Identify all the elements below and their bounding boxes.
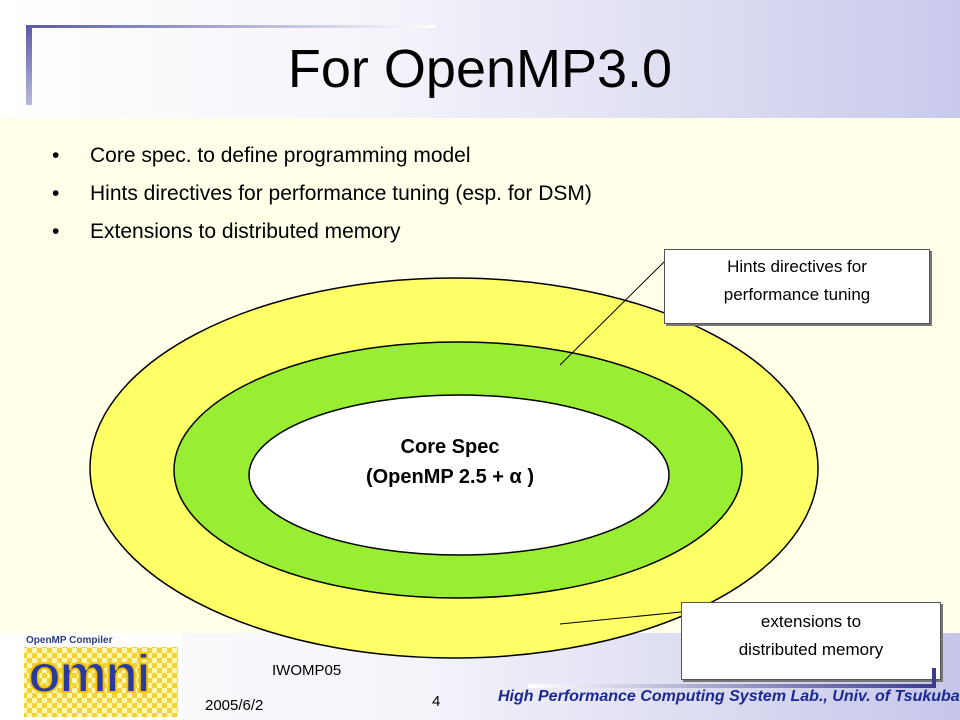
core-spec-label: Core Spec (OpenMP 2.5 + α ) [330, 432, 570, 492]
callout-hints: Hints directives for performance tuning [664, 249, 930, 324]
callout-ext-line1: extensions to [760, 612, 862, 631]
logo-label: OpenMP Compiler [26, 635, 113, 646]
bullet-item: • Core spec. to define programming model [52, 140, 592, 178]
callout-ext-leader [559, 611, 682, 625]
footer-accent-line [528, 684, 936, 688]
bullet-list: •Core spec. to define programming model … [52, 140, 592, 254]
footer-date: 2005/6/2 [205, 697, 264, 714]
callout-hints-leader [559, 261, 665, 366]
logo-checker-icon [24, 647, 178, 717]
bullet-item: • Extensions to distributed memory [52, 216, 592, 254]
omni-logo: OpenMP Compiler omni [22, 633, 182, 720]
corner-accent-vertical [26, 25, 32, 105]
bullet-text: Extensions to distributed memory [90, 220, 401, 243]
corner-accent-horizontal [26, 25, 436, 28]
bullet-glyph: • [52, 144, 60, 167]
bullet-item: • Hints directives for performance tuning… [52, 178, 592, 216]
callout-hints-line2: performance tuning [723, 285, 871, 304]
callout-extensions: extensions to distributed memory [681, 602, 941, 680]
slide-title: For OpenMP3.0 [287, 39, 673, 99]
callout-hints-line1: Hints directives for [727, 257, 867, 276]
bullet-glyph: • [52, 220, 60, 243]
callout-ext-line2: distributed memory [738, 640, 884, 659]
footer-accent-tick [932, 668, 936, 688]
footer-venue: IWOMP05 [272, 662, 342, 679]
core-spec-line1: Core Spec [400, 436, 500, 458]
lab-name: High Performance Computing System Lab., … [498, 688, 960, 705]
core-spec-line2: (OpenMP 2.5 + α ) [365, 466, 535, 488]
bullet-glyph: • [52, 182, 60, 205]
header-background [0, 0, 960, 118]
logo-word: omni [27, 644, 152, 704]
bullet-text: Core spec. to define programming model [90, 144, 471, 167]
core-spec-ellipse [248, 394, 670, 556]
page-number: 4 [432, 693, 441, 710]
bullet-text: Hints directives for performance tuning … [90, 182, 592, 205]
